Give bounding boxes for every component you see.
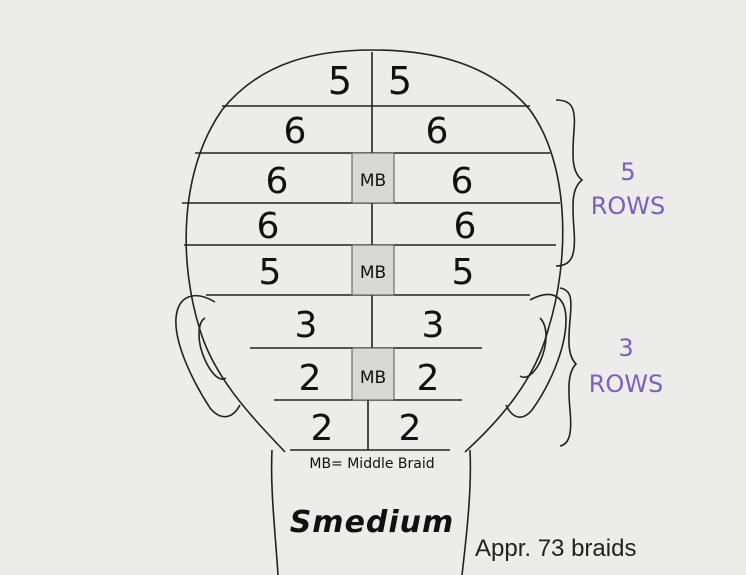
- lower-rows-count: 3: [618, 334, 633, 362]
- row-7: 2 MB 2: [299, 358, 440, 399]
- row-7-right-count: 2: [417, 358, 440, 399]
- row-2-right-count: 6: [426, 111, 449, 152]
- middle-braid-boxes: [351, 152, 395, 401]
- row-3: 6 MB 6: [266, 161, 474, 202]
- row-8: 2 2: [311, 408, 422, 449]
- row-2-left-count: 6: [284, 111, 307, 152]
- row-6: 3 3: [295, 305, 445, 346]
- upper-rows-group-label: 5 ROWS: [591, 158, 666, 220]
- row-5-right-count: 5: [452, 252, 475, 293]
- neck-left-outline: [270, 449, 279, 575]
- row-6-left-count: 3: [295, 305, 318, 346]
- upper-rows-count: 5: [620, 158, 635, 186]
- row-3-left-count: 6: [266, 161, 289, 202]
- lower-rows-group-label: 3 ROWS: [589, 334, 664, 398]
- upper-rows-unit: ROWS: [591, 192, 666, 220]
- row-4-left-count: 6: [257, 206, 280, 247]
- row-8-right-count: 2: [399, 408, 422, 449]
- row-1: 5 5: [328, 59, 412, 103]
- row-1-right-count: 5: [388, 59, 412, 103]
- left-ear: [175, 294, 241, 418]
- right-ear: [505, 293, 567, 418]
- upper-rows-brace: [555, 99, 584, 267]
- center-parts: [367, 52, 373, 450]
- row-5: 5 MB 5: [259, 252, 475, 293]
- right-ear-inner: [519, 317, 547, 378]
- left-ear-inner: [198, 317, 227, 380]
- row-8-left-count: 2: [311, 408, 334, 449]
- row-5-left-count: 5: [259, 252, 282, 293]
- middle-braid-legend: MB= Middle Braid: [309, 456, 434, 472]
- style-name: Smedium: [290, 505, 455, 540]
- row-4: 6 6: [257, 206, 477, 247]
- row-2: 6 6: [284, 111, 449, 152]
- lower-rows-unit: ROWS: [589, 370, 664, 398]
- lower-rows-brace: [559, 287, 578, 447]
- head-outline: [185, 49, 564, 453]
- row-4-right-count: 6: [454, 206, 477, 247]
- neck-right-outline: [461, 449, 472, 575]
- row-7-left-count: 2: [299, 358, 322, 399]
- row-6-right-count: 3: [422, 305, 445, 346]
- row-1-left-count: 5: [328, 59, 352, 103]
- row-5-middle-braid: MB: [360, 263, 386, 283]
- row-3-right-count: 6: [451, 161, 474, 202]
- row-3-middle-braid: MB: [360, 171, 386, 191]
- braid-count: Appr. 73 braids: [475, 535, 636, 562]
- row-7-middle-braid: MB: [360, 368, 386, 388]
